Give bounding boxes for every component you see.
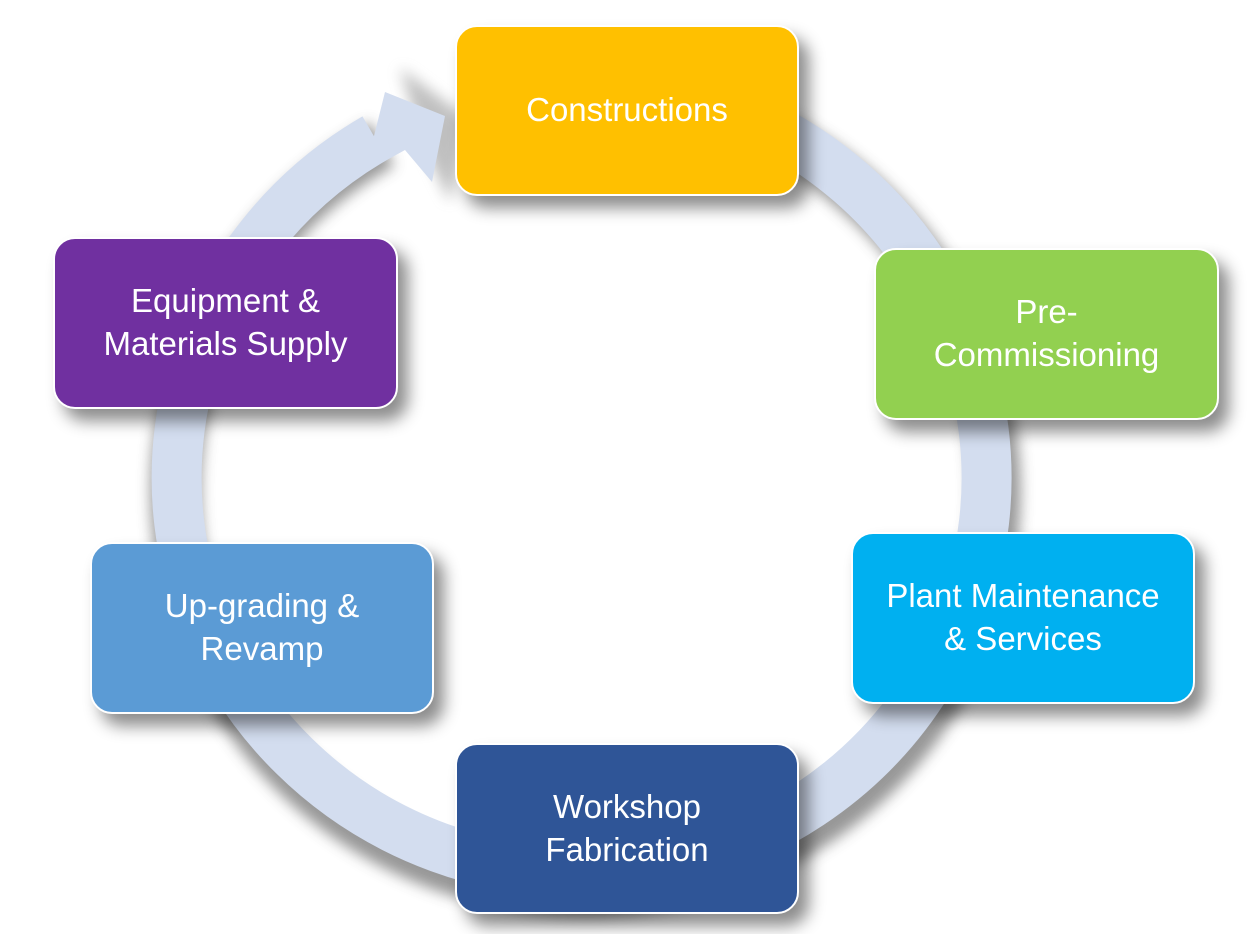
step-constructions-label: Constructions — [526, 91, 728, 129]
step-equipment-supply-label: Equipment & Materials Supply — [103, 282, 348, 362]
step-workshop-fabrication-label: Workshop Fabrication — [545, 787, 709, 868]
step-pre-commissioning-label: Pre- Commissioning — [933, 293, 1160, 373]
step-workshop-fabrication: Workshop Fabrication — [455, 743, 799, 914]
step-equipment-supply: Equipment & Materials Supply — [53, 237, 398, 409]
cycle-arrowhead-icon — [365, 92, 445, 182]
step-pre-commissioning: Pre- Commissioning — [874, 248, 1219, 420]
step-plant-maintenance-label: Plant Maintenance & Services — [886, 577, 1160, 657]
step-upgrading-revamp-label: Up-grading & Revamp — [164, 587, 360, 667]
step-constructions: Constructions — [455, 25, 799, 196]
step-plant-maintenance: Plant Maintenance & Services — [851, 532, 1195, 704]
step-upgrading-revamp: Up-grading & Revamp — [90, 542, 434, 714]
